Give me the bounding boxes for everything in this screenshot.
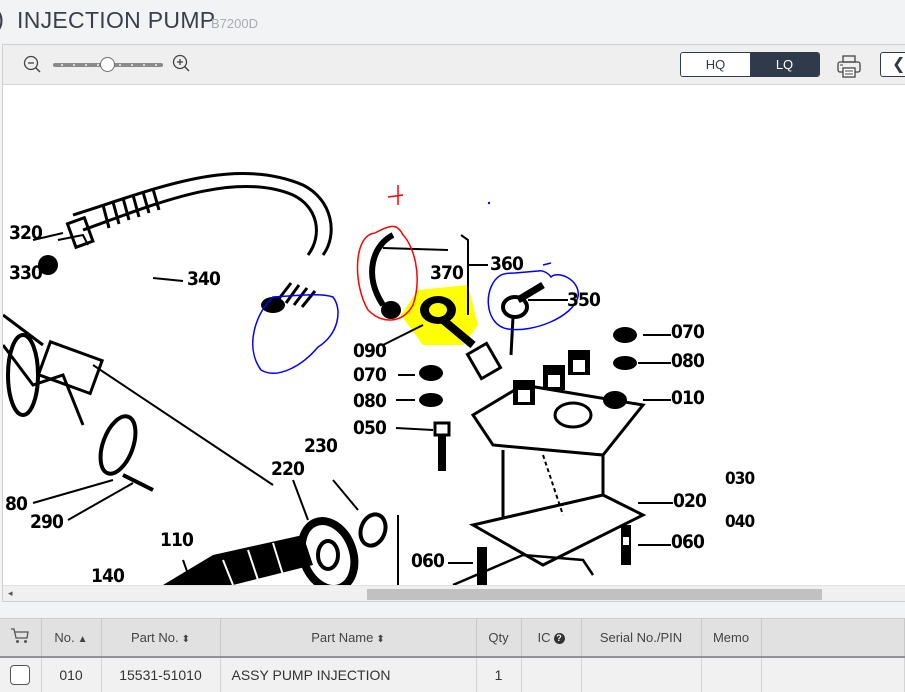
callout-090[interactable]: 090 bbox=[353, 340, 387, 362]
callout-140[interactable]: 140 bbox=[91, 565, 125, 585]
table-header-row: No.▲ Part No.⬍ Part Name⬍ Qty IC? Serial… bbox=[0, 618, 905, 657]
callout-370[interactable]: 370 bbox=[430, 262, 464, 284]
no-column-header[interactable]: No.▲ bbox=[41, 618, 102, 657]
zoom-in-icon bbox=[172, 54, 190, 72]
callout-230[interactable]: 230 bbox=[304, 435, 338, 457]
callout-080-partial[interactable]: 80 bbox=[5, 493, 28, 515]
hq-button[interactable]: HQ bbox=[681, 53, 750, 76]
callout-060-right[interactable]: 060 bbox=[671, 531, 705, 553]
callout-060-left[interactable]: 060 bbox=[411, 550, 445, 572]
callout-360[interactable]: 360 bbox=[490, 253, 524, 275]
callout-070-right[interactable]: 070 bbox=[671, 321, 705, 343]
title-paren: ) bbox=[0, 6, 4, 34]
printer-icon bbox=[837, 55, 861, 78]
sort-icon: ⬍ bbox=[376, 633, 385, 645]
zoom-in-button[interactable] bbox=[172, 54, 192, 74]
diagram-viewer: HQ LQ ❮ bbox=[2, 44, 905, 602]
callout-220[interactable]: 220 bbox=[271, 458, 305, 480]
page-title: INJECTION PUMP bbox=[17, 7, 216, 33]
row-part-no[interactable]: 15531-51010 bbox=[101, 656, 221, 692]
callout-040[interactable]: 040 bbox=[725, 512, 755, 532]
row-serial bbox=[581, 656, 702, 692]
row-qty: 1 bbox=[476, 656, 522, 692]
callout-350[interactable]: 350 bbox=[567, 289, 601, 311]
collapse-panel-button[interactable]: ❮ bbox=[880, 52, 905, 77]
callout-330[interactable]: 330 bbox=[9, 262, 43, 284]
help-icon[interactable]: ? bbox=[553, 632, 565, 644]
callout-020[interactable]: 020 bbox=[673, 490, 707, 512]
print-button[interactable] bbox=[836, 53, 862, 79]
quality-toggle: HQ LQ bbox=[680, 52, 820, 77]
filler-column-header bbox=[761, 618, 905, 657]
row-ic bbox=[521, 656, 582, 692]
callout-110[interactable]: 110 bbox=[160, 529, 194, 551]
model-label: B7200D bbox=[211, 16, 258, 31]
parts-table: No.▲ Part No.⬍ Part Name⬍ Qty IC? Serial… bbox=[0, 618, 905, 692]
scroll-left-arrow[interactable]: ◂ bbox=[8, 588, 13, 598]
cart-icon bbox=[11, 628, 30, 643]
callout-010[interactable]: 010 bbox=[671, 387, 705, 409]
parts-diagram[interactable]: 320 330 340 370 360 350 090 070 080 050 … bbox=[3, 85, 905, 585]
table-row[interactable]: 010 15531-51010 ASSY PUMP INJECTION 1 bbox=[0, 656, 905, 692]
callout-340[interactable]: 340 bbox=[187, 268, 221, 290]
callout-320[interactable]: 320 bbox=[9, 222, 43, 244]
part-no-column-header[interactable]: Part No.⬍ bbox=[101, 618, 221, 657]
row-memo[interactable] bbox=[701, 656, 762, 692]
cart-column-header bbox=[0, 618, 42, 657]
lq-button[interactable]: LQ bbox=[750, 53, 819, 76]
callout-290[interactable]: 290 bbox=[30, 511, 64, 533]
horizontal-scrollbar[interactable]: ◂ bbox=[3, 585, 905, 601]
callout-080-left[interactable]: 080 bbox=[353, 390, 387, 412]
scrollbar-thumb[interactable] bbox=[367, 589, 822, 600]
callout-070-left[interactable]: 070 bbox=[353, 364, 387, 386]
row-no: 010 bbox=[41, 656, 102, 692]
sort-asc-icon: ▲ bbox=[77, 633, 88, 645]
title-bar: ) INJECTION PUMP B7200D bbox=[0, 0, 905, 44]
row-checkbox[interactable] bbox=[10, 664, 31, 685]
serial-column-header: Serial No./PIN bbox=[581, 618, 702, 657]
callout-050[interactable]: 050 bbox=[353, 417, 387, 439]
ic-column-header: IC? bbox=[521, 618, 582, 657]
part-name-column-header[interactable]: Part Name⬍ bbox=[220, 618, 477, 657]
row-part-name: ASSY PUMP INJECTION bbox=[220, 656, 477, 692]
row-select-cell bbox=[0, 656, 42, 692]
zoom-slider-handle[interactable] bbox=[100, 57, 115, 72]
zoom-out-button[interactable] bbox=[23, 55, 43, 75]
callout-030[interactable]: 030 bbox=[725, 469, 755, 489]
qty-column-header: Qty bbox=[476, 618, 522, 657]
diagram-drawing bbox=[3, 172, 673, 585]
callout-080-right[interactable]: 080 bbox=[671, 350, 705, 372]
zoom-out-icon bbox=[23, 55, 41, 73]
memo-column-header: Memo bbox=[701, 618, 762, 657]
chevron-left-icon: ❮ bbox=[892, 56, 905, 73]
viewer-toolbar: HQ LQ ❮ bbox=[3, 45, 905, 85]
sort-icon: ⬍ bbox=[181, 633, 191, 645]
row-filler bbox=[761, 656, 905, 692]
